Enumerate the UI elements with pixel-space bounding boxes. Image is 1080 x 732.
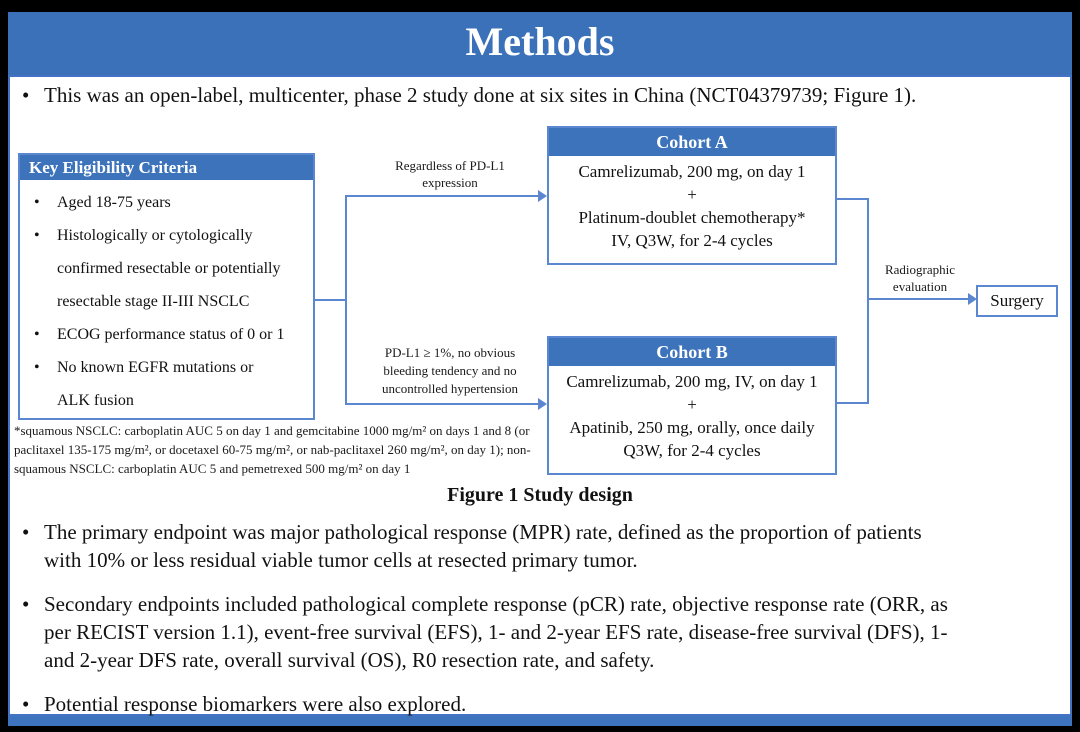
page-title: Methods — [465, 19, 615, 64]
connector-cohort-a-line — [345, 195, 539, 197]
eligibility-item-text: ECOG performance status of 0 or 1 — [57, 326, 285, 343]
bullet-icon: • — [22, 83, 30, 107]
arrowhead-cohort-b-icon — [538, 398, 547, 410]
eligibility-box: Key Eligibility Criteria • Aged 18-75 ye… — [18, 153, 315, 420]
eligibility-item-text: Aged 18-75 years — [57, 194, 171, 211]
cohort-b-header: Cohort B — [549, 338, 835, 366]
cohort-a-header: Cohort A — [549, 128, 835, 156]
cohort-b-text: Camrelizumab, 200 mg, IV, on day 1 + Apa… — [566, 372, 818, 460]
eligibility-list: • Aged 18-75 years • Histologically or c… — [20, 180, 313, 417]
bullet-icon: • — [34, 359, 40, 376]
bullet-biomarkers-text: Potential response biomarkers were also … — [44, 692, 467, 716]
connector-cohort-b-line — [345, 403, 539, 405]
cohort-a-text: Camrelizumab, 200 mg, on day 1 + Platinu… — [578, 162, 806, 250]
radiographic-evaluation-label: Radiographic evaluation — [884, 262, 956, 294]
connector-from-cohort-a-line — [837, 198, 869, 200]
bullet-icon: • — [34, 227, 40, 244]
slide-title-bar: Methods — [8, 12, 1072, 75]
bullet-icon: • — [34, 194, 40, 211]
eligibility-header: Key Eligibility Criteria — [20, 155, 313, 180]
slide-bottom-bar — [8, 716, 1072, 726]
branch-label-pdl1-positive: PD-L1 ≥ 1%, no obvious bleeding tendency… — [381, 345, 519, 396]
bullet-intro-text: This was an open-label, multicenter, pha… — [44, 83, 917, 107]
cohort-a-box: Cohort A Camrelizumab, 200 mg, on day 1 … — [547, 126, 837, 265]
eligibility-item: • No known EGFR mutations or ALK fusion — [34, 351, 309, 417]
figure-footnote: *squamous NSCLC: carboplatin AUC 5 on da… — [14, 423, 531, 476]
connector-from-cohort-b-line — [837, 402, 869, 404]
bullet-intro: • This was an open-label, multicenter, p… — [22, 81, 1052, 109]
connector-eligibility-line — [313, 299, 347, 301]
eligibility-item-text: Histologically or cytologically confirme… — [57, 227, 281, 310]
eligibility-item: • Aged 18-75 years — [34, 186, 309, 219]
eligibility-item-text: No known EGFR mutations or ALK fusion — [57, 359, 254, 409]
bullet-icon: • — [22, 692, 30, 716]
bullet-secondary-endpoints: • Secondary endpoints included pathologi… — [22, 590, 1056, 674]
figure-caption: Figure 1 Study design — [447, 484, 633, 506]
bullet-primary-endpoint-text: The primary endpoint was major pathologi… — [44, 520, 922, 572]
connector-surgery-line — [867, 298, 969, 300]
connector-branch-vline — [345, 195, 347, 405]
arrowhead-surgery-icon — [968, 293, 977, 305]
bullet-secondary-endpoints-text: Secondary endpoints included pathologica… — [44, 592, 948, 672]
surgery-box: Surgery — [976, 285, 1058, 317]
bullet-icon: • — [22, 592, 30, 616]
eligibility-item: • Histologically or cytologically confir… — [34, 219, 309, 318]
arrowhead-cohort-a-icon — [538, 190, 547, 202]
surgery-label: Surgery — [990, 291, 1044, 310]
branch-label-pdl1-regardless: Regardless of PD-L1 expression — [395, 158, 505, 190]
bullet-primary-endpoint: • The primary endpoint was major patholo… — [22, 518, 1056, 574]
bullet-biomarkers: • Potential response biomarkers were als… — [22, 690, 1056, 718]
cohort-b-box: Cohort B Camrelizumab, 200 mg, IV, on da… — [547, 336, 837, 475]
bullet-icon: • — [22, 520, 30, 544]
eligibility-item: • ECOG performance status of 0 or 1 — [34, 318, 309, 351]
connector-merge-vline — [867, 198, 869, 404]
bullet-icon: • — [34, 326, 40, 343]
